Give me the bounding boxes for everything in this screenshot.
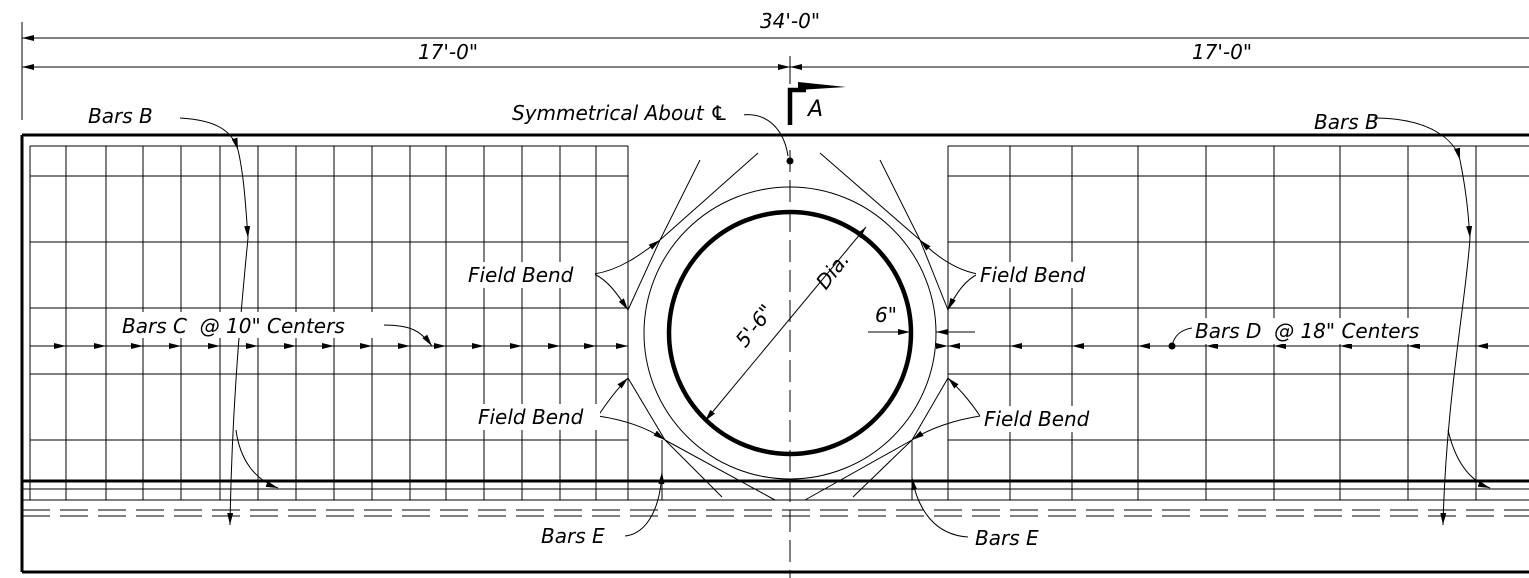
symmetry-label: Symmetrical About ℄ bbox=[512, 101, 728, 125]
section-marker-flag bbox=[798, 82, 846, 90]
bars-e-right-label: Bars E bbox=[975, 526, 1039, 550]
callout-labels: Symmetrical About ℄ Bars B Bars B Bars C… bbox=[88, 98, 1450, 550]
dim-right-half-label: 17'-0" bbox=[1192, 40, 1252, 64]
section-marker-label: A bbox=[806, 97, 823, 122]
bars-b-right-label: Bars B bbox=[1314, 110, 1379, 134]
slab-outline bbox=[20, 133, 1529, 574]
opening: 5'-6" Dia. 6" bbox=[627, 150, 975, 578]
bars-e-left-label: Bars E bbox=[541, 524, 605, 548]
diameter-dimension bbox=[704, 226, 867, 422]
bars-d-label: Bars D @ 18" Centers bbox=[1195, 319, 1419, 343]
leaders bbox=[179, 114, 1491, 538]
field-bend-lower-right-label: Field Bend bbox=[984, 407, 1090, 431]
field-bend-upper-left-label: Field Bend bbox=[468, 263, 574, 287]
section-marker: A bbox=[787, 82, 846, 125]
centerline-point bbox=[786, 157, 794, 165]
field-bend-upper-right-label: Field Bend bbox=[980, 263, 1086, 287]
bars-b-left-label: Bars B bbox=[88, 104, 153, 128]
bar-spacing-chain bbox=[30, 342, 1529, 350]
dimension-lines: 34'-0" 17'-0" 17'-0" bbox=[21, 9, 1529, 120]
section-marker-bracket bbox=[787, 87, 806, 125]
bars-c-label: Bars C @ 10" Centers bbox=[122, 314, 345, 338]
field-bend-lower-left-label: Field Bend bbox=[478, 405, 584, 429]
dim-left-half-label: 17'-0" bbox=[418, 40, 478, 64]
clearance-label: 6" bbox=[875, 303, 897, 327]
dim-overall-label: 34'-0" bbox=[760, 9, 820, 33]
